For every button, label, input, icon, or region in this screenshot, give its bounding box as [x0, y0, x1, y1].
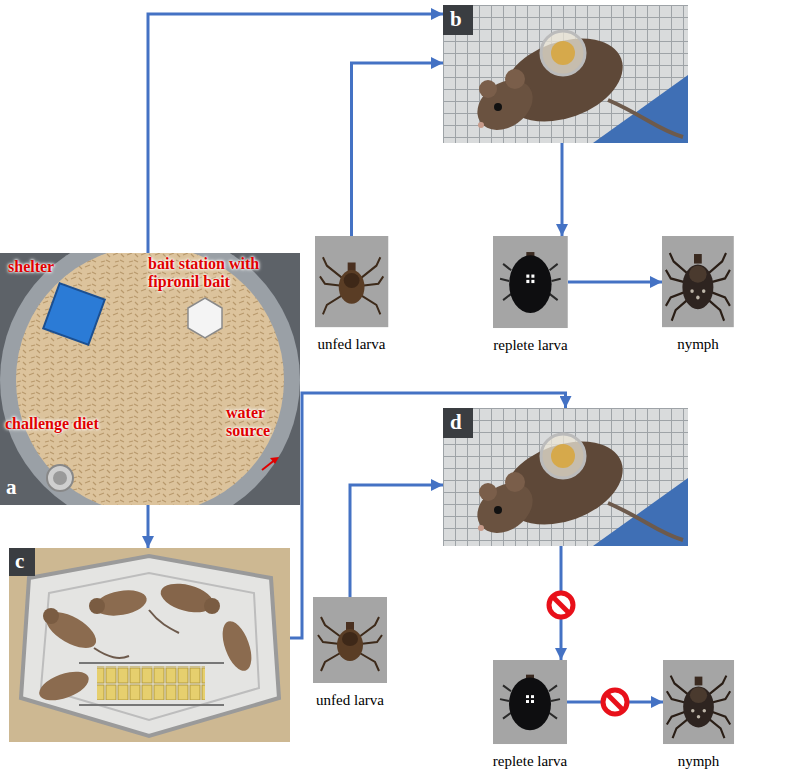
- tick-caption: unfed larva: [318, 336, 386, 353]
- photo-panel: c: [9, 548, 290, 742]
- flow-arrow: [148, 14, 443, 253]
- prohibition-symbol: [549, 593, 573, 617]
- tick-photo: nymph: [663, 660, 734, 744]
- area-label: water source: [226, 404, 298, 441]
- photo-panel: d: [443, 408, 688, 546]
- prohibition-symbol: [603, 690, 627, 714]
- tick-photo: unfed larva: [313, 597, 387, 683]
- tick-photo: [313, 597, 387, 683]
- text-holder: unfed larva: [316, 692, 384, 709]
- tick-caption: replete larva: [493, 337, 568, 354]
- flow-arrow: [352, 63, 444, 236]
- photo-panel: shelter bait station with fipronil bait wa…: [0, 253, 300, 505]
- flow-arrow: [350, 485, 443, 597]
- text-holder: d: [450, 412, 462, 433]
- tick-photo: [315, 236, 388, 327]
- area-label: challenge diet: [5, 415, 100, 433]
- area-label: bait station with fipronil bait: [148, 255, 298, 292]
- tick-caption: nymph: [678, 753, 720, 770]
- mouse-photo: [443, 408, 688, 546]
- panel-letter: c: [15, 551, 24, 572]
- flow-arrow: [290, 393, 566, 638]
- tick-photo: [493, 236, 568, 328]
- panel-letter: b: [450, 9, 462, 30]
- panel-letter: d: [450, 412, 462, 433]
- photo-panel: b: [443, 5, 688, 143]
- flow-arrow: [568, 281, 662, 284]
- text-holder: c: [15, 551, 24, 572]
- tick-photo: [493, 660, 567, 744]
- text-holder: b: [450, 9, 462, 30]
- panel-letter: a: [6, 477, 17, 498]
- bait-station-photo: [9, 548, 290, 742]
- arena-photo: [0, 253, 300, 505]
- text-holder: replete larva: [493, 753, 568, 770]
- tick-photo: replete larva: [493, 660, 567, 744]
- tick-photo: [663, 660, 734, 744]
- tick-photo: [662, 236, 734, 327]
- text-holder: replete larva: [493, 337, 568, 354]
- area-label: shelter: [8, 258, 98, 276]
- flow-arrow: [561, 143, 564, 236]
- text-holder: water source: [226, 404, 298, 441]
- text-holder: nymph: [677, 336, 719, 353]
- tick-caption: unfed larva: [316, 692, 384, 709]
- text-holder: a: [6, 477, 17, 498]
- tick-caption: replete larva: [493, 753, 568, 770]
- mouse-photo: [443, 5, 688, 143]
- tick-photo: nymph: [662, 236, 734, 327]
- text-holder: nymph: [678, 753, 720, 770]
- tick-photo: unfed larva: [315, 236, 388, 327]
- tick-caption: nymph: [677, 336, 719, 353]
- text-holder: unfed larva: [318, 336, 386, 353]
- tick-photo: replete larva: [493, 236, 568, 328]
- flow-arrow: [147, 505, 150, 548]
- text-holder: challenge diet: [5, 415, 100, 433]
- text-holder: shelter: [8, 258, 98, 276]
- text-holder: bait station with fipronil bait: [148, 255, 298, 292]
